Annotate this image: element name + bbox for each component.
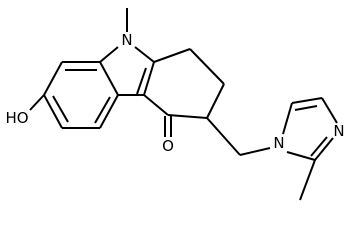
indole-nitrogen-label: N	[121, 31, 132, 49]
bond	[299, 159, 316, 201]
bond	[136, 67, 147, 95]
bond	[99, 61, 119, 96]
bond	[43, 61, 63, 96]
bond	[294, 105, 318, 111]
bonds	[29, 8, 338, 201]
bond	[291, 97, 323, 104]
bond	[99, 46, 119, 63]
bond	[153, 48, 191, 63]
bond	[310, 136, 328, 157]
bond	[239, 147, 271, 156]
bond	[286, 151, 316, 161]
carbonyl-oxygen-label: O	[162, 137, 174, 155]
hydroxyl-label: HO	[5, 109, 28, 127]
bond	[143, 61, 155, 96]
atom-labels: N O HO N N	[5, 31, 344, 155]
bond	[206, 117, 241, 156]
bond	[29, 94, 45, 111]
imidazole-n1-label: N	[273, 134, 284, 152]
bond	[94, 96, 111, 124]
chemical-structure-diagram: N O HO N N	[5, 8, 345, 201]
bond	[99, 94, 119, 129]
bond	[52, 95, 69, 123]
bond	[282, 102, 293, 135]
bond	[143, 94, 169, 116]
bond	[134, 46, 155, 63]
bond	[189, 48, 225, 85]
bond	[206, 83, 225, 119]
bond	[314, 137, 334, 161]
bond	[167, 114, 208, 119]
bond	[321, 97, 338, 124]
imidazole-n3-label: N	[333, 122, 344, 140]
bond	[43, 94, 63, 129]
